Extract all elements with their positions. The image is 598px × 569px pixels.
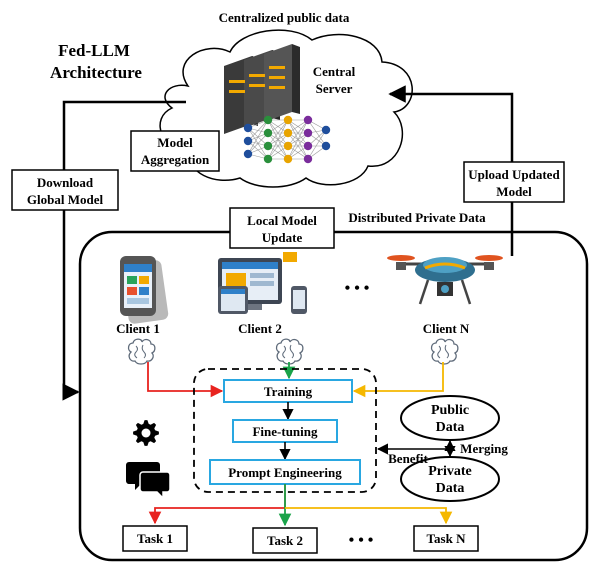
model-aggregation-box xyxy=(130,130,220,172)
download-label-line1: Download xyxy=(37,175,94,190)
neural-node xyxy=(263,141,273,151)
neural-node xyxy=(303,128,313,138)
central-server-label-line1: Central xyxy=(313,64,356,79)
model-aggregation-line1: Model xyxy=(157,135,193,150)
local-model-update-box xyxy=(229,207,335,249)
smartphone-icon xyxy=(120,256,169,324)
neural-node xyxy=(243,123,253,133)
server-rack-icon xyxy=(224,44,300,134)
neural-node xyxy=(283,154,293,164)
neural-node xyxy=(283,128,293,138)
architecture-title-line1: Fed-LLM xyxy=(58,41,130,60)
merging-label: Merging xyxy=(460,441,508,456)
brain-icon xyxy=(275,338,304,365)
task-2-box xyxy=(252,527,318,554)
task-1-arrow xyxy=(148,484,286,525)
centralized-public-data-label: Centralized public data xyxy=(219,10,350,25)
local-model-update-line2: Update xyxy=(262,230,303,245)
task-n-box xyxy=(413,525,479,552)
client-n-label: Client N xyxy=(423,321,470,336)
local-model-update-line1: Local Model xyxy=(247,213,317,228)
neural-node xyxy=(263,128,273,138)
download-global-model-box xyxy=(11,169,119,211)
neural-node xyxy=(243,136,253,146)
task-1-box xyxy=(122,525,188,552)
local-pipeline-frame xyxy=(193,368,377,493)
benefit-label: Benefit xyxy=(388,451,428,466)
task-n-label: Task N xyxy=(427,531,467,546)
private-data-line2: Data xyxy=(436,481,465,496)
clients-ellipsis: • • • xyxy=(345,280,370,297)
task-n-arrow xyxy=(285,507,453,525)
neural-node xyxy=(283,115,293,125)
neural-node xyxy=(263,115,273,125)
client-n-training-arrow xyxy=(352,362,444,398)
neural-node xyxy=(283,141,293,151)
training-label: Training xyxy=(264,384,313,399)
task-2-label: Task 2 xyxy=(267,533,303,548)
neural-node xyxy=(303,115,313,125)
client-1-training-arrow xyxy=(147,362,224,398)
upload-label-line1: Upload Updated xyxy=(468,167,560,182)
central-server-label-line2: Server xyxy=(316,81,353,96)
task-1-label: Task 1 xyxy=(137,531,173,546)
distributed-private-data-label: Distributed Private Data xyxy=(348,210,486,225)
finetuning-label: Fine-tuning xyxy=(252,424,318,439)
drone-icon xyxy=(387,255,503,305)
client-2-label: Client 2 xyxy=(238,321,282,336)
neural-node xyxy=(321,125,331,135)
download-label-line2: Global Model xyxy=(27,192,104,207)
prompt-engineering-label: Prompt Engineering xyxy=(228,465,342,480)
neural-node xyxy=(303,141,313,151)
private-data-line1: Private xyxy=(428,464,472,479)
brain-icon xyxy=(127,338,156,365)
chat-bubbles-icon xyxy=(126,462,171,500)
upload-updated-model-box xyxy=(463,161,565,203)
architecture-title-line2: Architecture xyxy=(50,63,142,82)
prompt-engineering-box xyxy=(209,459,361,485)
tasks-ellipsis: • • • xyxy=(349,532,374,549)
gear-icon xyxy=(133,420,159,446)
neural-network-nodes xyxy=(243,115,331,164)
public-data-line2: Data xyxy=(436,420,465,435)
model-aggregation-line2: Aggregation xyxy=(141,152,210,167)
brain-icon xyxy=(430,338,459,365)
upload-label-line2: Model xyxy=(496,184,532,199)
client-1-label: Client 1 xyxy=(116,321,160,336)
neural-node xyxy=(321,141,331,151)
neural-node xyxy=(303,154,313,164)
public-data-line1: Public xyxy=(431,403,469,418)
download-arrow xyxy=(62,100,186,401)
neural-node xyxy=(263,154,273,164)
devices-icon xyxy=(218,252,307,314)
neural-node xyxy=(243,149,253,159)
